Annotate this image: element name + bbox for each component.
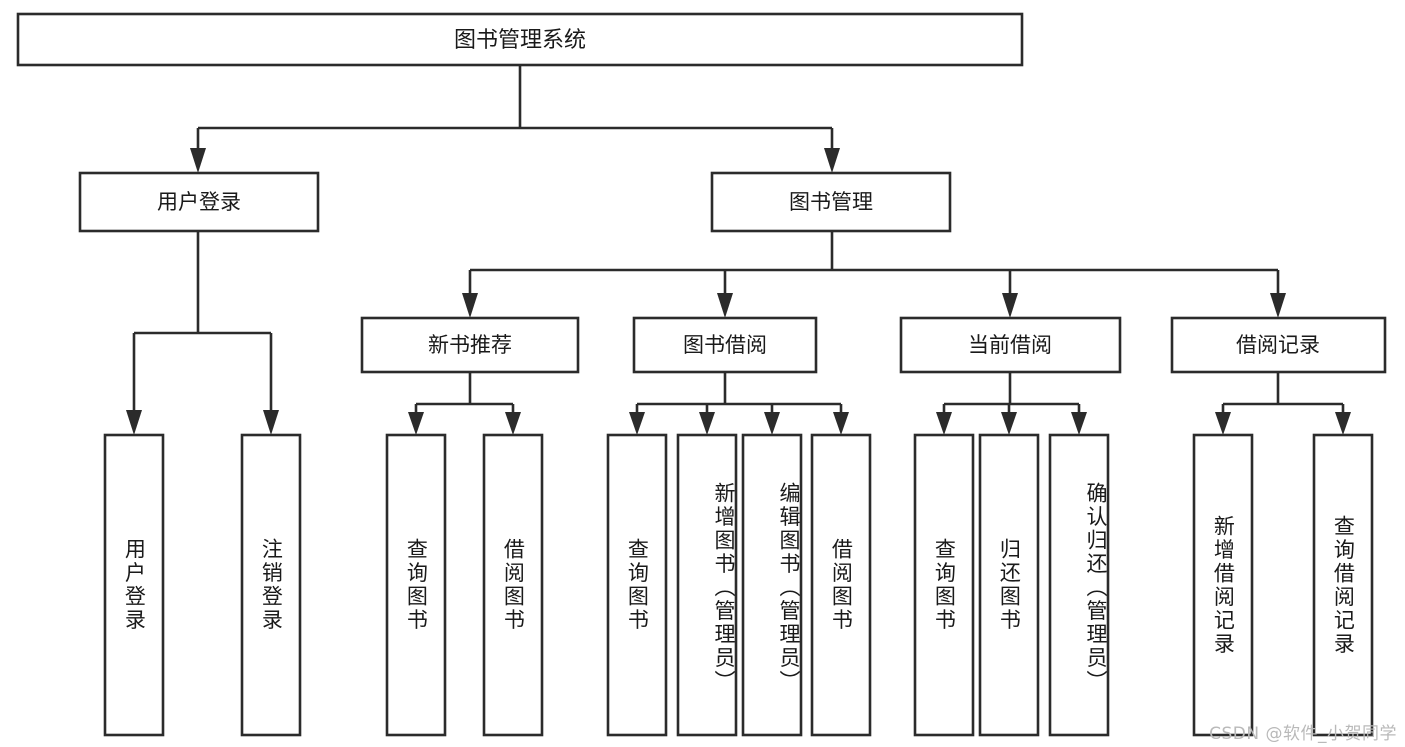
leaf-box-query-book-3[interactable] [913, 433, 975, 737]
csdn-watermark: CSDN @软件_小贺同学 [1209, 724, 1397, 744]
arrow-to-leaf-add-book [699, 412, 715, 435]
node-new-book-recommend[interactable]: 新书推荐 [360, 316, 580, 374]
node-book-borrow[interactable]: 图书借阅 [632, 316, 818, 374]
leaf-box-query-record[interactable] [1312, 433, 1374, 737]
node-user-login-label: 用户登录 [157, 190, 241, 214]
node-current-borrow-label: 当前借阅 [968, 333, 1052, 357]
arrow-to-leaf-borrow-book-2 [833, 412, 849, 435]
connector-bookmanage-to-level2 [462, 231, 1286, 318]
node-book-borrow-label: 图书借阅 [683, 333, 767, 357]
leaf-box-borrow-book-2[interactable] [810, 433, 872, 737]
arrow-to-leaf-query-book-3 [936, 412, 952, 435]
arrow-to-borrow-record [1270, 293, 1286, 318]
arrow-to-leaf-query-book-2 [629, 412, 645, 435]
connector-borrowrecord-to-leaves [1215, 372, 1351, 435]
leaf-box-query-book-1[interactable] [385, 433, 447, 737]
node-root-label: 图书管理系统 [454, 28, 586, 53]
connector-bookborrow-to-leaves [629, 372, 849, 435]
arrow-to-leaf-query-book-1 [408, 412, 424, 435]
connector-root-to-level1 [190, 65, 840, 173]
connector-newbook-to-leaves [408, 372, 521, 435]
node-new-book-recommend-label: 新书推荐 [428, 333, 512, 357]
leaf-boxes [103, 433, 1374, 737]
leaf-box-logout[interactable] [240, 433, 302, 737]
leaf-box-borrow-book-1[interactable] [482, 433, 544, 737]
leaf-box-user-login[interactable] [103, 433, 165, 737]
arrow-to-leaf-borrow-book-1 [505, 412, 521, 435]
node-user-login[interactable]: 用户登录 [78, 171, 320, 233]
arrow-to-leaf-add-record [1215, 412, 1231, 435]
arrow-to-leaf-confirm-return [1071, 412, 1087, 435]
connector-userlogin-to-leaves [126, 231, 279, 435]
leaf-box-confirm-return[interactable] [1048, 433, 1110, 737]
arrow-to-leaf-query-record [1335, 412, 1351, 435]
arrow-to-book-borrow [717, 293, 733, 318]
arrow-to-leaf-edit-book [764, 412, 780, 435]
leaf-box-return-book[interactable] [978, 433, 1040, 737]
node-current-borrow[interactable]: 当前借阅 [899, 316, 1122, 374]
arrow-to-leaf-user-login [126, 410, 142, 435]
connector-currentborrow-to-leaves [936, 372, 1087, 435]
leaf-box-query-book-2[interactable] [606, 433, 668, 737]
arrow-to-current-borrow [1002, 293, 1018, 318]
node-borrow-record[interactable]: 借阅记录 [1170, 316, 1387, 374]
node-book-management[interactable]: 图书管理 [710, 171, 952, 233]
leaf-box-add-record[interactable] [1192, 433, 1254, 737]
node-book-management-label: 图书管理 [789, 190, 873, 214]
leaf-box-edit-book[interactable] [741, 433, 803, 737]
arrow-to-leaf-logout [263, 410, 279, 435]
node-borrow-record-label: 借阅记录 [1236, 333, 1320, 357]
arrow-to-new-book-rec [462, 293, 478, 318]
arrow-to-user-login [190, 148, 206, 173]
node-root-book-management-system[interactable]: 图书管理系统 [16, 12, 1024, 67]
leaf-box-add-book[interactable] [676, 433, 738, 737]
arrow-to-leaf-return-book [1001, 412, 1017, 435]
arrow-to-book-manage [824, 148, 840, 173]
